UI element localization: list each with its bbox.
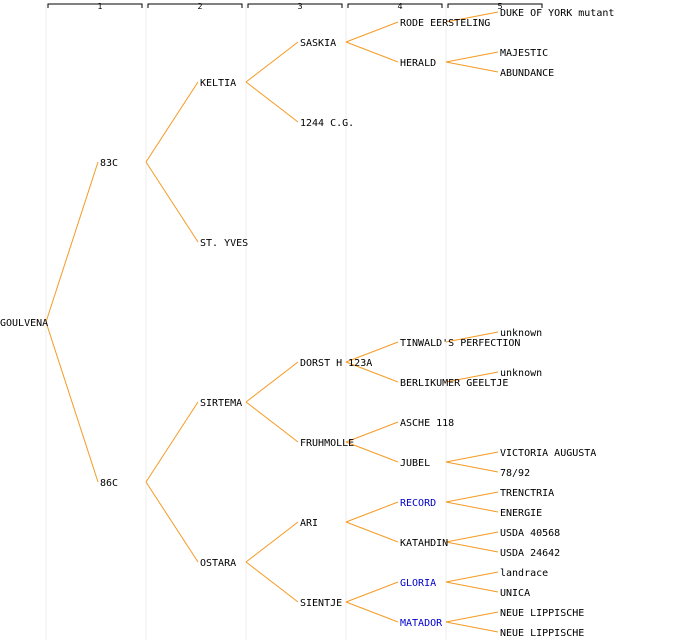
pedigree-nodes: GOULVENA 83C KELTIA SASKIA RODE EERSTELING DU…: [0, 8, 614, 639]
pedigree-edge: [45, 321, 99, 483]
pedigree-node-unknown: unknown: [500, 328, 542, 339]
pedigree-node-matador[interactable]: MATADOR: [400, 618, 443, 629]
pedigree-node-katahdin: KATAHDIN: [400, 538, 448, 549]
pedigree-node-78-92: 78/92: [500, 468, 530, 479]
pedigree-edge: [445, 581, 499, 593]
pedigree-node-landrace: landrace: [500, 568, 548, 579]
pedigree-edge: [445, 371, 499, 383]
generation-columns: [45, 4, 447, 640]
pedigree-node-keltia: KELTIA: [200, 78, 236, 89]
pedigree-node-jubel: JUBEL: [400, 458, 430, 469]
pedigree-edge: [445, 531, 499, 543]
pedigree-node-neue-lippische: NEUE LIPPISCHE: [500, 608, 584, 619]
pedigree-node-majestic: MAJESTIC: [500, 48, 548, 59]
pedigree-node-herald: HERALD: [400, 58, 436, 69]
pedigree-node-neue-lippische: NEUE LIPPISCHE: [500, 628, 584, 639]
generation-header-rule: [447, 3, 543, 8]
pedigree-edge: [345, 21, 399, 43]
pedigree-node-goulvena: GOULVENA: [0, 318, 48, 329]
pedigree-edge: [345, 501, 399, 523]
pedigree-node-duke-of-york-mutant: DUKE OF YORK mutant: [500, 8, 614, 19]
pedigree-node-usda-40568: USDA 40568: [500, 528, 560, 539]
pedigree-node-ostara: OSTARA: [200, 558, 236, 569]
pedigree-node-sientje: SIENTJE: [300, 598, 342, 609]
pedigree-edge: [445, 501, 499, 513]
pedigree-edge: [145, 401, 199, 483]
generation-header-2: 2: [197, 2, 202, 11]
pedigree-node-1244-c-g: 1244 C.G.: [300, 118, 354, 129]
pedigree-edge: [345, 601, 399, 623]
pedigree-edge: [445, 11, 499, 23]
pedigree-edge: [245, 81, 299, 123]
pedigree-edges: [45, 11, 499, 633]
pedigree-edge: [245, 521, 299, 563]
pedigree-edge: [445, 451, 499, 463]
generation-header-rule: [247, 3, 343, 8]
generation-header-rule: [147, 3, 243, 8]
pedigree-edge: [345, 441, 399, 463]
pedigree-node-energie: ENERGIE: [500, 508, 542, 519]
pedigree-node-usda-24642: USDA 24642: [500, 548, 560, 559]
pedigree-edge: [345, 521, 399, 543]
generation-header-rule: [47, 3, 143, 8]
generation-header-rule: [347, 3, 443, 8]
pedigree-node-asche-118: ASCHE 118: [400, 418, 454, 429]
pedigree-edge: [45, 161, 99, 323]
pedigree-node-sirtema: SIRTEMA: [200, 398, 242, 409]
pedigree-edge: [445, 51, 499, 63]
pedigree-node-86c: 86C: [100, 478, 118, 489]
generation-header-3: 3: [297, 2, 302, 11]
pedigree-edge: [345, 41, 399, 63]
pedigree-edge: [245, 41, 299, 83]
pedigree-node-rode-eersteling: RODE EERSTELING: [400, 18, 490, 29]
pedigree-edge: [445, 621, 499, 633]
pedigree-edge: [445, 491, 499, 503]
pedigree-edge: [445, 611, 499, 623]
pedigree-edge: [345, 581, 399, 603]
pedigree-node-record[interactable]: RECORD: [400, 498, 436, 509]
pedigree-node-gloria[interactable]: GLORIA: [400, 578, 436, 589]
pedigree-node-victoria-augusta: VICTORIA AUGUSTA: [500, 448, 596, 459]
generation-headers: 1 2 3 4 5: [47, 2, 543, 11]
pedigree-node-fruhmolle: FRUHMOLLE: [300, 438, 354, 449]
pedigree-node-ari: ARI: [300, 518, 318, 529]
pedigree-edge: [445, 61, 499, 73]
pedigree-node-tinwald-s-perfection: TINWALD'S PERFECTION: [400, 338, 520, 349]
pedigree-edge: [245, 401, 299, 443]
pedigree-edge: [445, 461, 499, 473]
pedigree-edge: [345, 421, 399, 443]
pedigree-edge: [145, 81, 199, 163]
pedigree-edge: [245, 561, 299, 603]
generation-header-5: 5: [497, 2, 502, 11]
pedigree-edge: [445, 331, 499, 343]
pedigree-node-trenctria: TRENCTRIA: [500, 488, 554, 499]
pedigree-node-unknown: unknown: [500, 368, 542, 379]
pedigree-node-unica: UNICA: [500, 588, 530, 599]
pedigree-node-dorst-h-123a: DORST H 123A: [300, 358, 372, 369]
pedigree-edge: [345, 341, 399, 363]
pedigree-edge: [445, 541, 499, 553]
pedigree-node-83c: 83C: [100, 158, 118, 169]
pedigree-node-st-yves: ST. YVES: [200, 238, 248, 249]
pedigree-node-saskia: SASKIA: [300, 38, 336, 49]
generation-header-4: 4: [397, 2, 402, 11]
pedigree-edge: [145, 481, 199, 563]
pedigree-node-abundance: ABUNDANCE: [500, 68, 554, 79]
pedigree-edge: [345, 361, 399, 383]
pedigree-node-berlikumer-geeltje: BERLIKUMER GEELTJE: [400, 378, 508, 389]
generation-header-1: 1: [97, 2, 102, 11]
pedigree-edge: [145, 161, 199, 243]
pedigree-edge: [445, 571, 499, 583]
pedigree-edge: [245, 361, 299, 403]
